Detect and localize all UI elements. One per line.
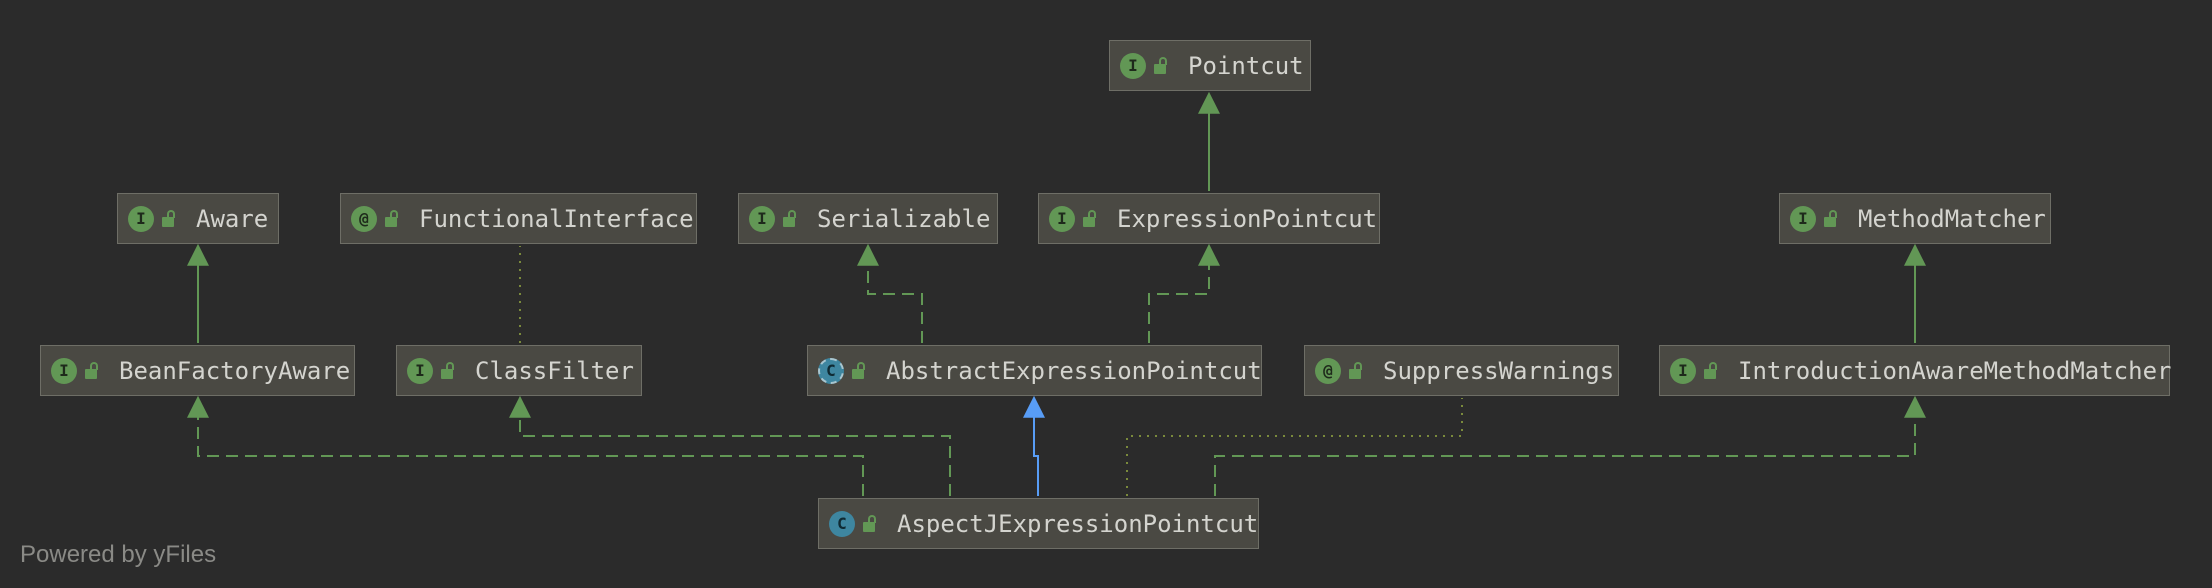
node-label: AspectJExpressionPointcut: [897, 509, 1259, 538]
node-pointcut[interactable]: I Pointcut: [1109, 40, 1311, 91]
interface-icon: I: [1049, 205, 1075, 232]
edge-aspectj-to-bean-factory-aware: [187, 395, 864, 496]
node-label: ExpressionPointcut: [1117, 204, 1378, 233]
node-label: FunctionalInterface: [419, 204, 694, 233]
interface-icon: I: [1790, 205, 1816, 232]
node-label: Pointcut: [1188, 51, 1304, 80]
node-expression-pointcut[interactable]: I ExpressionPointcut: [1038, 193, 1380, 244]
interface-icon: I: [1120, 52, 1146, 79]
node-aware[interactable]: I Aware: [117, 193, 279, 244]
node-aspectj-expression-pointcut[interactable]: C AspectJExpressionPointcut: [818, 498, 1259, 549]
edge-aspectj-to-abstract-expression-pointcut: [1023, 395, 1045, 496]
abstract-class-icon: C: [818, 357, 844, 384]
node-label: ClassFilter: [475, 356, 634, 385]
powered-by-footer: Powered by yFiles: [20, 541, 217, 568]
node-label: AbstractExpressionPointcut: [886, 356, 1262, 385]
interface-icon: I: [1670, 357, 1696, 384]
interface-icon: I: [749, 205, 775, 232]
lock-open-icon: [783, 209, 797, 228]
edge-abstract-expression-pointcut-to-serializable: [857, 243, 923, 343]
edge-aspectj-to-suppress-warnings: [1126, 398, 1463, 496]
node-serializable[interactable]: I Serializable: [738, 193, 998, 244]
node-suppress-warnings[interactable]: @ SuppressWarnings: [1304, 345, 1619, 396]
lock-open-icon: [1154, 56, 1168, 75]
lock-open-icon: [863, 514, 877, 533]
edge-abstract-expression-pointcut-to-expression-pointcut: [1148, 243, 1220, 343]
node-method-matcher[interactable]: I MethodMatcher: [1779, 193, 2051, 244]
lock-open-icon: [1824, 209, 1838, 228]
node-label: Aware: [196, 204, 269, 233]
annotation-icon: @: [1315, 357, 1341, 384]
node-introduction-aware-method-matcher[interactable]: I IntroductionAwareMethodMatcher: [1659, 345, 2172, 396]
node-label: MethodMatcher: [1858, 204, 2046, 233]
edge-aspectj-to-introduction-aware-method-matcher: [1214, 395, 1926, 496]
lock-open-icon: [162, 209, 176, 228]
lock-open-icon: [1704, 361, 1718, 380]
lock-open-icon: [1083, 209, 1097, 228]
lock-open-icon: [385, 209, 399, 228]
node-abstract-expression-pointcut[interactable]: C AbstractExpressionPointcut: [807, 345, 1262, 396]
node-label: Serializable: [817, 204, 991, 233]
node-bean-factory-aware[interactable]: I BeanFactoryAware: [40, 345, 355, 396]
node-label: BeanFactoryAware: [119, 356, 351, 385]
lock-open-icon: [441, 361, 455, 380]
annotation-icon: @: [351, 205, 377, 232]
node-class-filter[interactable]: I ClassFilter: [396, 345, 642, 396]
interface-icon: I: [128, 205, 154, 232]
interface-icon: I: [407, 357, 433, 384]
lock-open-icon: [85, 361, 99, 380]
node-label: IntroductionAwareMethodMatcher: [1738, 356, 2172, 385]
lock-open-icon: [1349, 361, 1363, 380]
class-icon: C: [829, 510, 855, 537]
edge-aspectj-to-class-filter: [509, 395, 951, 496]
interface-icon: I: [51, 357, 77, 384]
node-functional-interface[interactable]: @ FunctionalInterface: [340, 193, 697, 244]
lock-open-icon: [852, 361, 866, 380]
node-label: SuppressWarnings: [1383, 356, 1615, 385]
